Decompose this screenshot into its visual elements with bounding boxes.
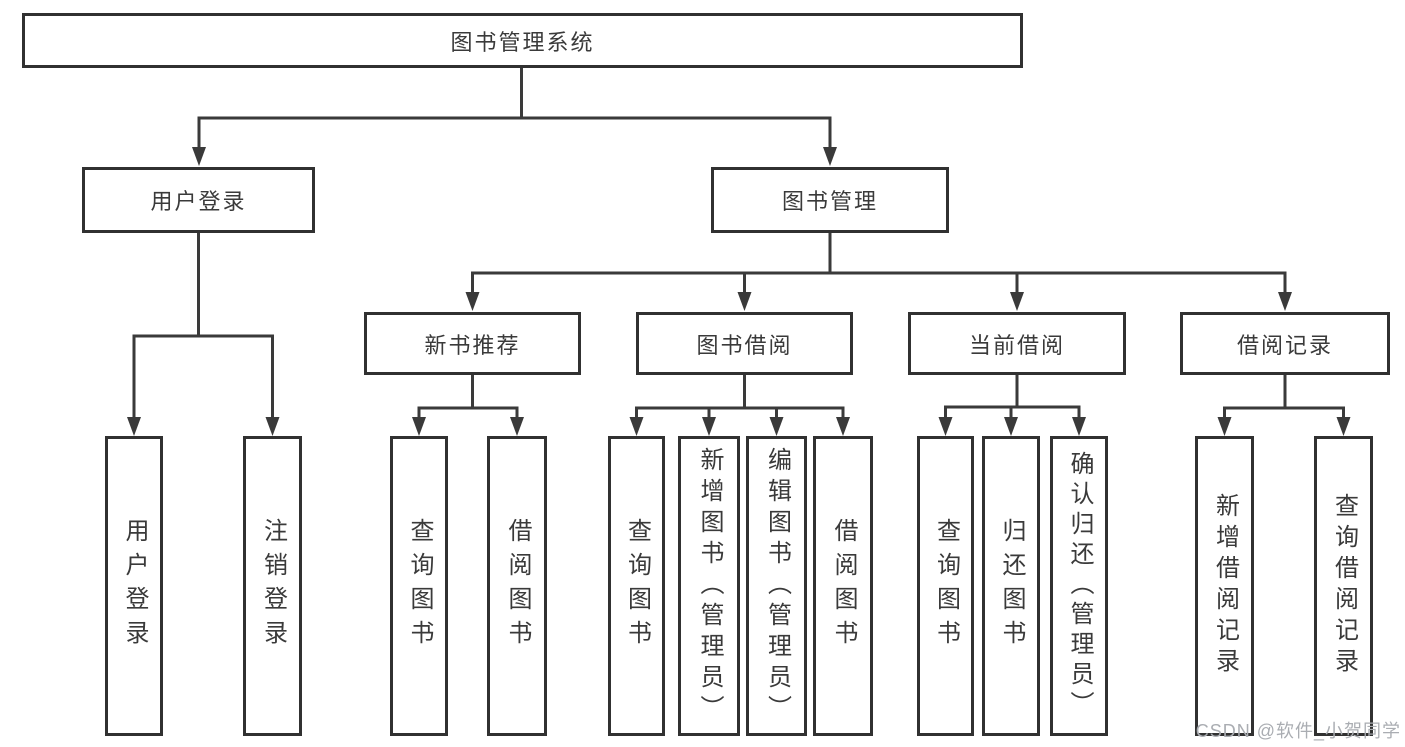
node-label-borrow-records: 借阅记录 bbox=[1236, 332, 1333, 358]
node-label-query-books-recommend: 查询图书 bbox=[406, 518, 433, 654]
node-label-new-book-recommend: 新书推荐 bbox=[424, 332, 521, 358]
node-box-edit-books-admin: 编辑图书（管理员） bbox=[746, 436, 807, 736]
node-label-edit-books-admin: 编辑图书（管理员） bbox=[763, 446, 791, 726]
node-label-book-management: 图书管理 bbox=[781, 189, 878, 214]
node-box-confirm-return-admin: 确认归还（管理员） bbox=[1050, 436, 1108, 736]
node-box-query-books-borrow: 查询图书 bbox=[608, 436, 665, 736]
node-box-book-borrow: 图书借阅 bbox=[636, 312, 853, 375]
node-label-query-borrow-record: 查询借阅记录 bbox=[1330, 493, 1358, 679]
node-box-borrow-books-recommend: 借阅图书 bbox=[487, 436, 547, 736]
node-label-system-root: 图书管理系统 bbox=[450, 29, 595, 55]
node-label-borrow-books-borrow: 借阅图书 bbox=[830, 518, 857, 654]
node-box-query-borrow-record: 查询借阅记录 bbox=[1314, 436, 1373, 736]
csdn-watermark: CSDN @软件_小贺同学 bbox=[1195, 721, 1401, 741]
node-label-return-books: 归还图书 bbox=[998, 518, 1025, 654]
node-label-user-login-leaf: 用户登录 bbox=[121, 518, 148, 654]
node-box-user-login: 用户登录 bbox=[82, 167, 315, 233]
node-box-add-borrow-record: 新增借阅记录 bbox=[1195, 436, 1254, 736]
node-box-borrow-books-borrow: 借阅图书 bbox=[813, 436, 873, 736]
node-box-query-books-recommend: 查询图书 bbox=[390, 436, 448, 736]
node-box-return-books: 归还图书 bbox=[982, 436, 1040, 736]
node-label-current-borrow: 当前借阅 bbox=[968, 332, 1065, 358]
node-label-query-books-current: 查询图书 bbox=[932, 518, 960, 654]
node-box-new-book-recommend: 新书推荐 bbox=[364, 312, 581, 375]
node-box-borrow-records: 借阅记录 bbox=[1180, 312, 1390, 375]
node-box-book-management: 图书管理 bbox=[711, 167, 949, 233]
node-label-query-books-borrow: 查询图书 bbox=[623, 518, 651, 654]
node-box-user-login-leaf: 用户登录 bbox=[105, 436, 163, 736]
node-box-system-root: 图书管理系统 bbox=[22, 13, 1023, 68]
node-label-add-borrow-record: 新增借阅记录 bbox=[1211, 493, 1239, 679]
node-box-logout: 注销登录 bbox=[243, 436, 302, 736]
node-box-query-books-current: 查询图书 bbox=[917, 436, 974, 736]
node-box-add-books-admin: 新增图书（管理员） bbox=[678, 436, 740, 736]
node-box-current-borrow: 当前借阅 bbox=[908, 312, 1126, 375]
node-label-confirm-return-admin: 确认归还（管理员） bbox=[1066, 451, 1093, 721]
node-label-user-login: 用户登录 bbox=[150, 189, 247, 214]
node-label-logout: 注销登录 bbox=[259, 518, 287, 654]
node-label-borrow-books-recommend: 借阅图书 bbox=[504, 518, 531, 654]
node-label-add-books-admin: 新增图书（管理员） bbox=[696, 446, 723, 726]
node-label-book-borrow: 图书借阅 bbox=[696, 332, 793, 358]
